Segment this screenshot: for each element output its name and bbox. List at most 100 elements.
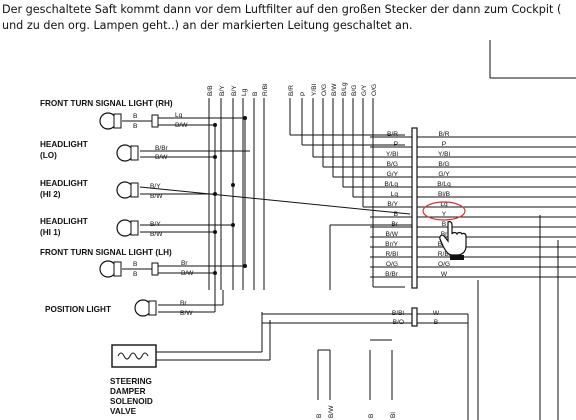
top-wire-label: B bbox=[252, 91, 259, 96]
connector-left-label: B/R bbox=[387, 131, 398, 138]
connector-right-label: P bbox=[442, 141, 447, 148]
connector-right-label: Y/Bl bbox=[438, 151, 451, 158]
component-label: DAMPER bbox=[110, 387, 146, 396]
top-wire-label: G/Y bbox=[361, 84, 368, 96]
main-connector: B/RPY/BlB/GG/YB/LgLgB/YBBrB/WBr/YR/BlO/G… bbox=[329, 127, 576, 290]
component-label: HEADLIGHT bbox=[40, 140, 88, 149]
component-label: (HI 2) bbox=[40, 190, 61, 199]
top-wire-label: B/Y bbox=[219, 85, 226, 96]
second-connector: B/BlB/OWB bbox=[262, 215, 559, 420]
wire-label: B bbox=[133, 271, 138, 278]
top-wire-label: P bbox=[300, 91, 307, 96]
junction-dot bbox=[231, 183, 235, 187]
bottom-wires: B B/W B Bl bbox=[316, 339, 397, 418]
connector-left-label: B/Y bbox=[387, 201, 398, 208]
connector-body bbox=[411, 127, 418, 289]
bottom-wire-label: Bl bbox=[390, 412, 397, 418]
plug-icon bbox=[151, 262, 159, 276]
component-label: POSITION LIGHT bbox=[45, 305, 111, 314]
top-wire-label: B/R bbox=[288, 85, 295, 96]
component-label: (LO) bbox=[40, 151, 57, 160]
component-label: (HI 1) bbox=[40, 228, 61, 237]
connector-left-label: R/Bl bbox=[386, 251, 399, 258]
connector-left-label: O/G bbox=[386, 261, 398, 268]
connector-left-label: Y/Bl bbox=[386, 151, 399, 158]
component-label: STEERING bbox=[110, 377, 152, 386]
wire-label: B/Y bbox=[150, 183, 161, 190]
connector-left-label: Lg bbox=[391, 191, 399, 198]
connector-right-label: B bbox=[442, 221, 447, 228]
top-wire-label: B/G bbox=[351, 85, 358, 96]
connector-left-label: B/G bbox=[387, 161, 398, 168]
connector-left-label: B bbox=[394, 211, 399, 218]
connector-left-label: B/W bbox=[386, 231, 399, 238]
top-wire-label: B/Lg bbox=[341, 82, 348, 96]
caption-text: Der geschaltete Saft kommt dann vor dem … bbox=[2, 3, 562, 32]
junction-dot bbox=[243, 264, 247, 268]
connector-left-label: G/Y bbox=[387, 171, 399, 178]
top-wire-label: B/B bbox=[207, 85, 214, 96]
connector-right-label: W bbox=[441, 271, 448, 278]
valve-icon bbox=[111, 344, 157, 368]
coil-icon bbox=[117, 352, 149, 360]
connector-right-label: B/G bbox=[438, 161, 449, 168]
wire-label: B/W bbox=[150, 193, 163, 200]
component-label: VALVE bbox=[110, 407, 137, 416]
top-wire-label: O/G bbox=[371, 84, 378, 96]
bulb-icon-base bbox=[130, 145, 139, 161]
wire-label: Lg bbox=[175, 112, 183, 119]
wire-label: B bbox=[133, 261, 138, 268]
wire-line bbox=[139, 186, 411, 215]
wire-label: B/W bbox=[180, 310, 193, 317]
pointing-hand-icon bbox=[439, 221, 467, 260]
connector-right-label: O/G bbox=[438, 261, 450, 268]
bulb-icon-base bbox=[113, 113, 122, 129]
bulb-icon-base bbox=[130, 220, 139, 236]
component-label: HEADLIGHT bbox=[40, 179, 88, 188]
connector-left-label: Br/Y bbox=[385, 241, 398, 248]
top-wire-label: B/Y bbox=[231, 85, 238, 96]
component-label: FRONT TURN SIGNAL LIGHT (LH) bbox=[40, 248, 172, 257]
wire-label: B/W bbox=[150, 231, 163, 238]
wire-label: B bbox=[133, 123, 138, 130]
connector-right-label: B/R bbox=[439, 131, 450, 138]
top-wire-label: Y/Bl bbox=[311, 83, 318, 96]
component-label: SOLENOID bbox=[110, 397, 153, 406]
junction-dot bbox=[213, 123, 217, 127]
plug-icon bbox=[151, 114, 159, 128]
junction-dot bbox=[213, 230, 217, 234]
junction-dot bbox=[231, 223, 235, 227]
wire-label: Br bbox=[180, 300, 187, 307]
connector-right-label: R/Bl bbox=[438, 251, 451, 258]
wire-label: B/Br bbox=[155, 145, 169, 152]
junction-dot bbox=[243, 116, 247, 120]
bottom-wire-label: B bbox=[368, 413, 375, 418]
wire-label: B bbox=[133, 113, 138, 120]
top-wire-label: R/Bl bbox=[262, 83, 269, 96]
highlight-ellipse bbox=[422, 201, 466, 221]
junction-dot bbox=[213, 192, 217, 196]
connector-body bbox=[411, 307, 418, 327]
bulb-icon-base bbox=[113, 261, 122, 277]
connector-right-label: Lg bbox=[440, 201, 448, 208]
top-wire-label: Lg bbox=[241, 88, 248, 96]
bottom-wire-label: B/W bbox=[328, 405, 335, 418]
top-wire-label: B/W bbox=[331, 83, 338, 96]
connector-right-label: Bl/B bbox=[438, 191, 451, 198]
bottom-wire-label: B bbox=[316, 413, 323, 418]
connector-left-label: B/Br bbox=[385, 271, 399, 278]
connector-right-label: Br bbox=[441, 231, 448, 238]
junction-dot bbox=[213, 155, 217, 159]
connector-right-label: Y bbox=[442, 211, 447, 218]
bulb-icon-base bbox=[130, 182, 139, 198]
connector-right-label: G/Y bbox=[438, 171, 450, 178]
component-label: FRONT TURN SIGNAL LIGHT (RH) bbox=[40, 99, 173, 108]
connector-right-label: B/Lg bbox=[437, 181, 451, 188]
component-label: HEADLIGHT bbox=[40, 217, 88, 226]
bulb-icon-base bbox=[148, 300, 157, 316]
connector-left-label: B/Lg bbox=[384, 181, 398, 188]
junction-dot bbox=[213, 271, 217, 275]
